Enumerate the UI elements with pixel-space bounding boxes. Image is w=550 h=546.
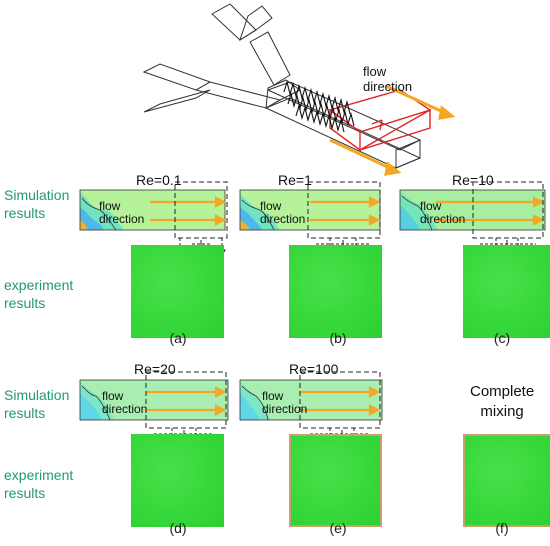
flow-direction-label: flow direction	[99, 199, 145, 226]
simulation-strip	[239, 181, 381, 256]
re-label: Re=10	[452, 172, 494, 188]
panel-letter: (e)	[329, 520, 347, 536]
experiment-image	[463, 434, 550, 527]
re-label: Re=20	[134, 361, 176, 377]
panel-letter: (f)	[495, 520, 509, 536]
experiment-results-label-row2: experiment results	[4, 467, 74, 501]
simulation-strip	[79, 371, 229, 446]
flow-direction-label: flow direction	[420, 199, 466, 226]
experiment-image	[289, 434, 382, 527]
re-label: Re=100	[289, 361, 339, 377]
re-label: Re=1	[278, 172, 312, 188]
simulation-strip	[79, 181, 228, 256]
experiment-image	[289, 245, 382, 338]
flow-direction-label: flow direction	[102, 389, 148, 416]
panel-letter: (d)	[169, 520, 187, 536]
complete-mixing-label: Complete mixing	[470, 383, 535, 420]
top-flow-direction-label: flow direction	[363, 64, 413, 94]
panel-letter: (a)	[169, 330, 187, 346]
flow-direction-label: flow direction	[262, 389, 308, 416]
re-label: Re=0.1	[136, 172, 182, 188]
simulation-results-label-row1: Simulation results	[4, 187, 70, 221]
simulation-strip	[399, 181, 546, 256]
flow-direction-label: flow direction	[260, 199, 306, 226]
simulation-results-label-row2: Simulation results	[4, 387, 70, 421]
panel-letter: (b)	[329, 330, 347, 346]
experiment-image	[131, 245, 224, 338]
channel-schematic	[142, 3, 456, 176]
experiment-results-label-row1: experiment results	[4, 277, 74, 311]
panel-letter: (c)	[493, 330, 511, 346]
experiment-image	[131, 434, 224, 527]
simulation-strip	[239, 371, 383, 446]
experiment-image	[463, 245, 550, 338]
